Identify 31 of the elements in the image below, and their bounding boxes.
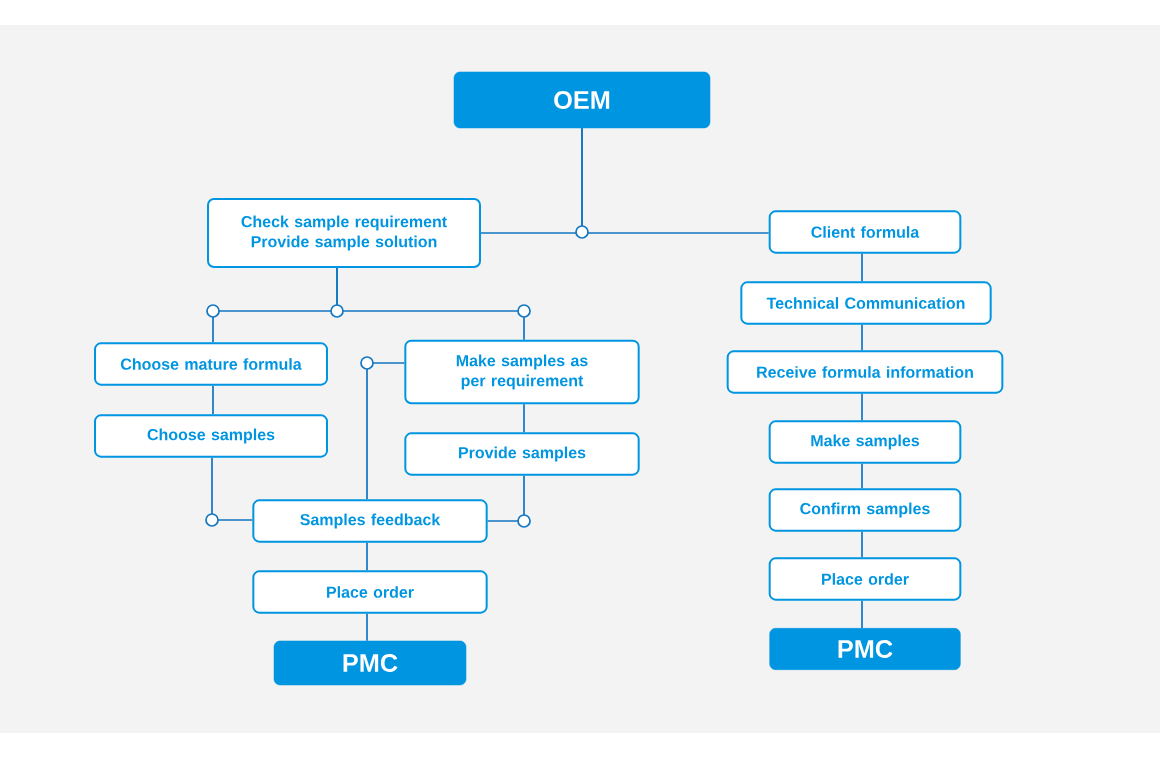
process-box: Place order [768,557,962,601]
process-box: Client formula [768,210,962,254]
connector [861,462,863,490]
connector [211,456,254,521]
process-box: Place order [252,570,488,614]
process-box: Make samples [768,420,962,464]
connector [861,252,863,283]
connector [366,541,368,572]
connector [523,403,525,434]
process-box: Choose mature formula [94,342,328,386]
connector [861,530,863,559]
title-box: PMC [769,628,961,670]
process-box: Provide samples [404,432,640,476]
connector [336,267,525,341]
title-box: PMC [273,640,467,686]
process-box: Technical Communication [740,281,992,325]
connector [581,127,770,234]
connector [861,599,863,629]
connector [861,392,863,422]
process-box: Check sample requirement Provide sample solution [207,198,481,268]
process-box: Make samples as per requirement [404,339,640,405]
process-box: Confirm samples [768,488,962,532]
process-box: Receive formula information [726,350,1004,394]
connector [366,362,406,501]
connector [861,323,863,352]
connector [486,474,525,522]
connector [366,612,368,642]
process-box: Choose samples [94,414,328,458]
title-box: OEM [453,71,711,129]
process-box: Samples feedback [252,499,488,543]
connector [212,384,214,416]
